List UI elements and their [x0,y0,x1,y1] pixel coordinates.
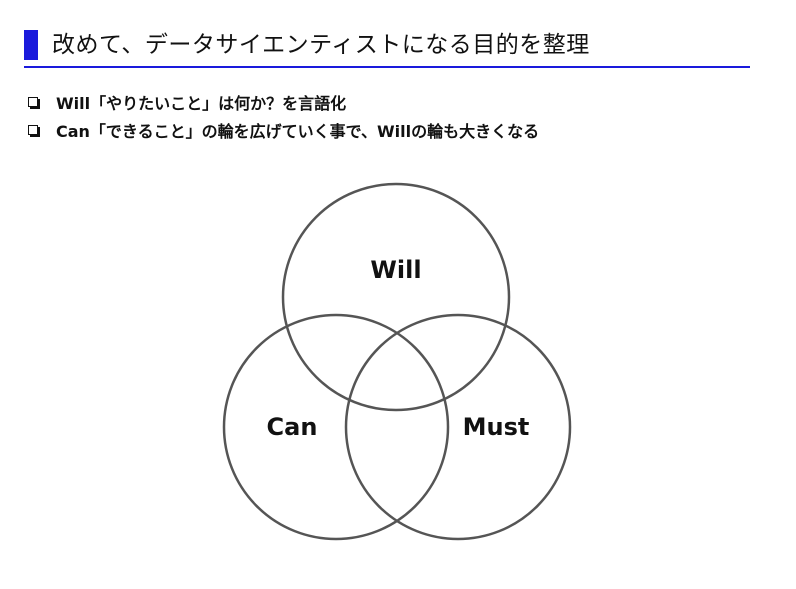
title-underline [24,66,750,68]
bullet-text: Can「できること」の輪を広げていく事で、Willの輪も大きくなる [56,122,540,141]
must-label: Must [463,413,530,441]
checkbox-bullet-icon [28,97,38,107]
title-accent-bar [24,30,38,60]
bullet-item: Can「できること」の輪を広げていく事で、Willの輪も大きくなる [28,116,539,144]
can-label: Can [267,413,318,441]
will-label: Will [370,256,421,284]
checkbox-bullet-icon [28,125,38,135]
bullet-item: Will「やりたいこと」は何か？を言語化 [28,88,539,116]
will-circle [281,182,511,412]
must-circle [344,313,572,541]
slide-title: 改めて、データサイエンティストになる目的を整理 [52,32,590,58]
bullet-text: Will「やりたいこと」は何か？を言語化 [56,94,347,113]
can-circle [222,313,450,541]
bullet-list: Will「やりたいこと」は何か？を言語化 Can「できること」の輪を広げていく事… [28,88,539,144]
